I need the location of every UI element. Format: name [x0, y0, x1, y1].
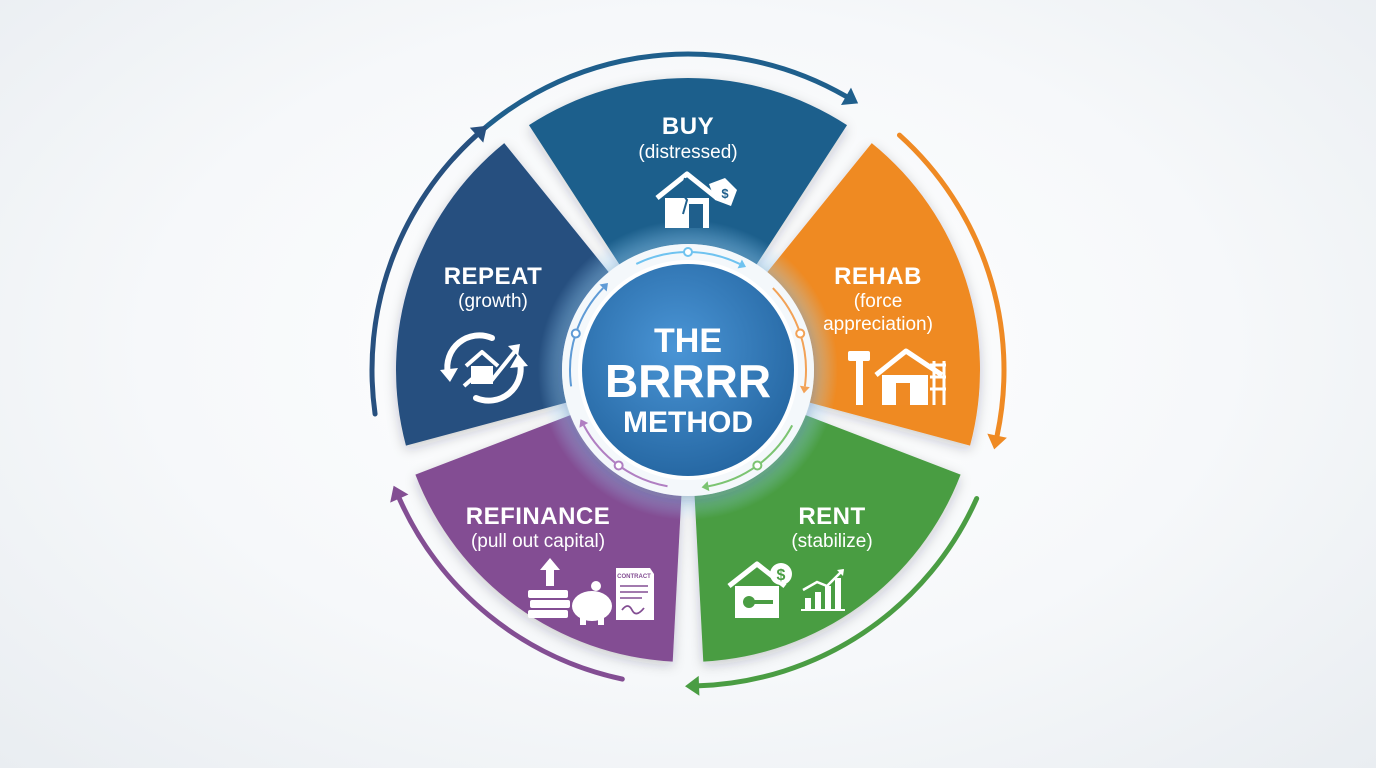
- cycle-arrow-rent: [696, 496, 980, 689]
- svg-text:$: $: [777, 567, 786, 584]
- cycle-arrow-repeat: [369, 132, 480, 417]
- cycle-arrow-buy: [450, 51, 849, 162]
- inner-node-repeat: [570, 328, 581, 339]
- svg-text:$: $: [721, 186, 729, 201]
- inner-cycle-arrows: [569, 247, 810, 492]
- center-title-line-3: METHOD: [623, 406, 753, 439]
- inner-arrowhead-rehab: [799, 385, 810, 394]
- arrowhead-buy: [841, 87, 859, 105]
- rent-subtitle: (stabilize): [791, 531, 872, 552]
- rent-title: RENT: [798, 503, 865, 530]
- arrowhead-refinance: [390, 485, 409, 503]
- repeat-title: REPEAT: [444, 263, 543, 290]
- center-title-line-2: BRRRR: [605, 355, 771, 407]
- inner-node-rent: [752, 460, 763, 471]
- buy-subtitle: (distressed): [638, 142, 737, 163]
- distressed-house-price-tag-icon: $: [655, 171, 737, 228]
- repeat-subtitle: (growth): [458, 291, 528, 312]
- arrowhead-rehab: [987, 433, 1007, 450]
- center-circle: [578, 260, 798, 480]
- inner-arrowhead-buy: [737, 259, 747, 269]
- rehab-subtitle-line-2: appreciation): [823, 314, 933, 335]
- hammer-house-renovation-icon: [848, 348, 946, 405]
- inner-arrowhead-repeat: [599, 282, 608, 292]
- rehab-subtitle-line-1: (force: [854, 291, 903, 312]
- rehab-title: REHAB: [834, 263, 922, 290]
- inner-node-buy: [683, 247, 693, 257]
- cycle-arrows: [369, 51, 1007, 696]
- segment-buy: [528, 78, 848, 265]
- arrowhead-repeat: [469, 125, 487, 143]
- arrowhead-rent: [685, 675, 700, 696]
- rental-house-key-growth-chart-icon: $: [727, 561, 845, 618]
- contract-label: CONTRACT: [617, 574, 651, 580]
- cycle-house-growth-arrow-icon: [440, 332, 528, 404]
- refinance-title: REFINANCE: [466, 503, 611, 530]
- cycle-arrow-rehab: [896, 132, 1007, 439]
- inner-arrowhead-refinance: [579, 419, 589, 428]
- cash-piggy-bank-contract-icon: CONTRACT: [528, 558, 654, 625]
- inner-arrowhead-rent: [701, 481, 710, 492]
- inner-node-rehab: [795, 328, 806, 339]
- refinance-subtitle: (pull out capital): [471, 531, 605, 552]
- cycle-arrow-refinance: [396, 496, 625, 682]
- center-title-line-1: THE: [654, 322, 722, 360]
- inner-node-refinance: [613, 460, 624, 471]
- buy-title: BUY: [662, 113, 714, 140]
